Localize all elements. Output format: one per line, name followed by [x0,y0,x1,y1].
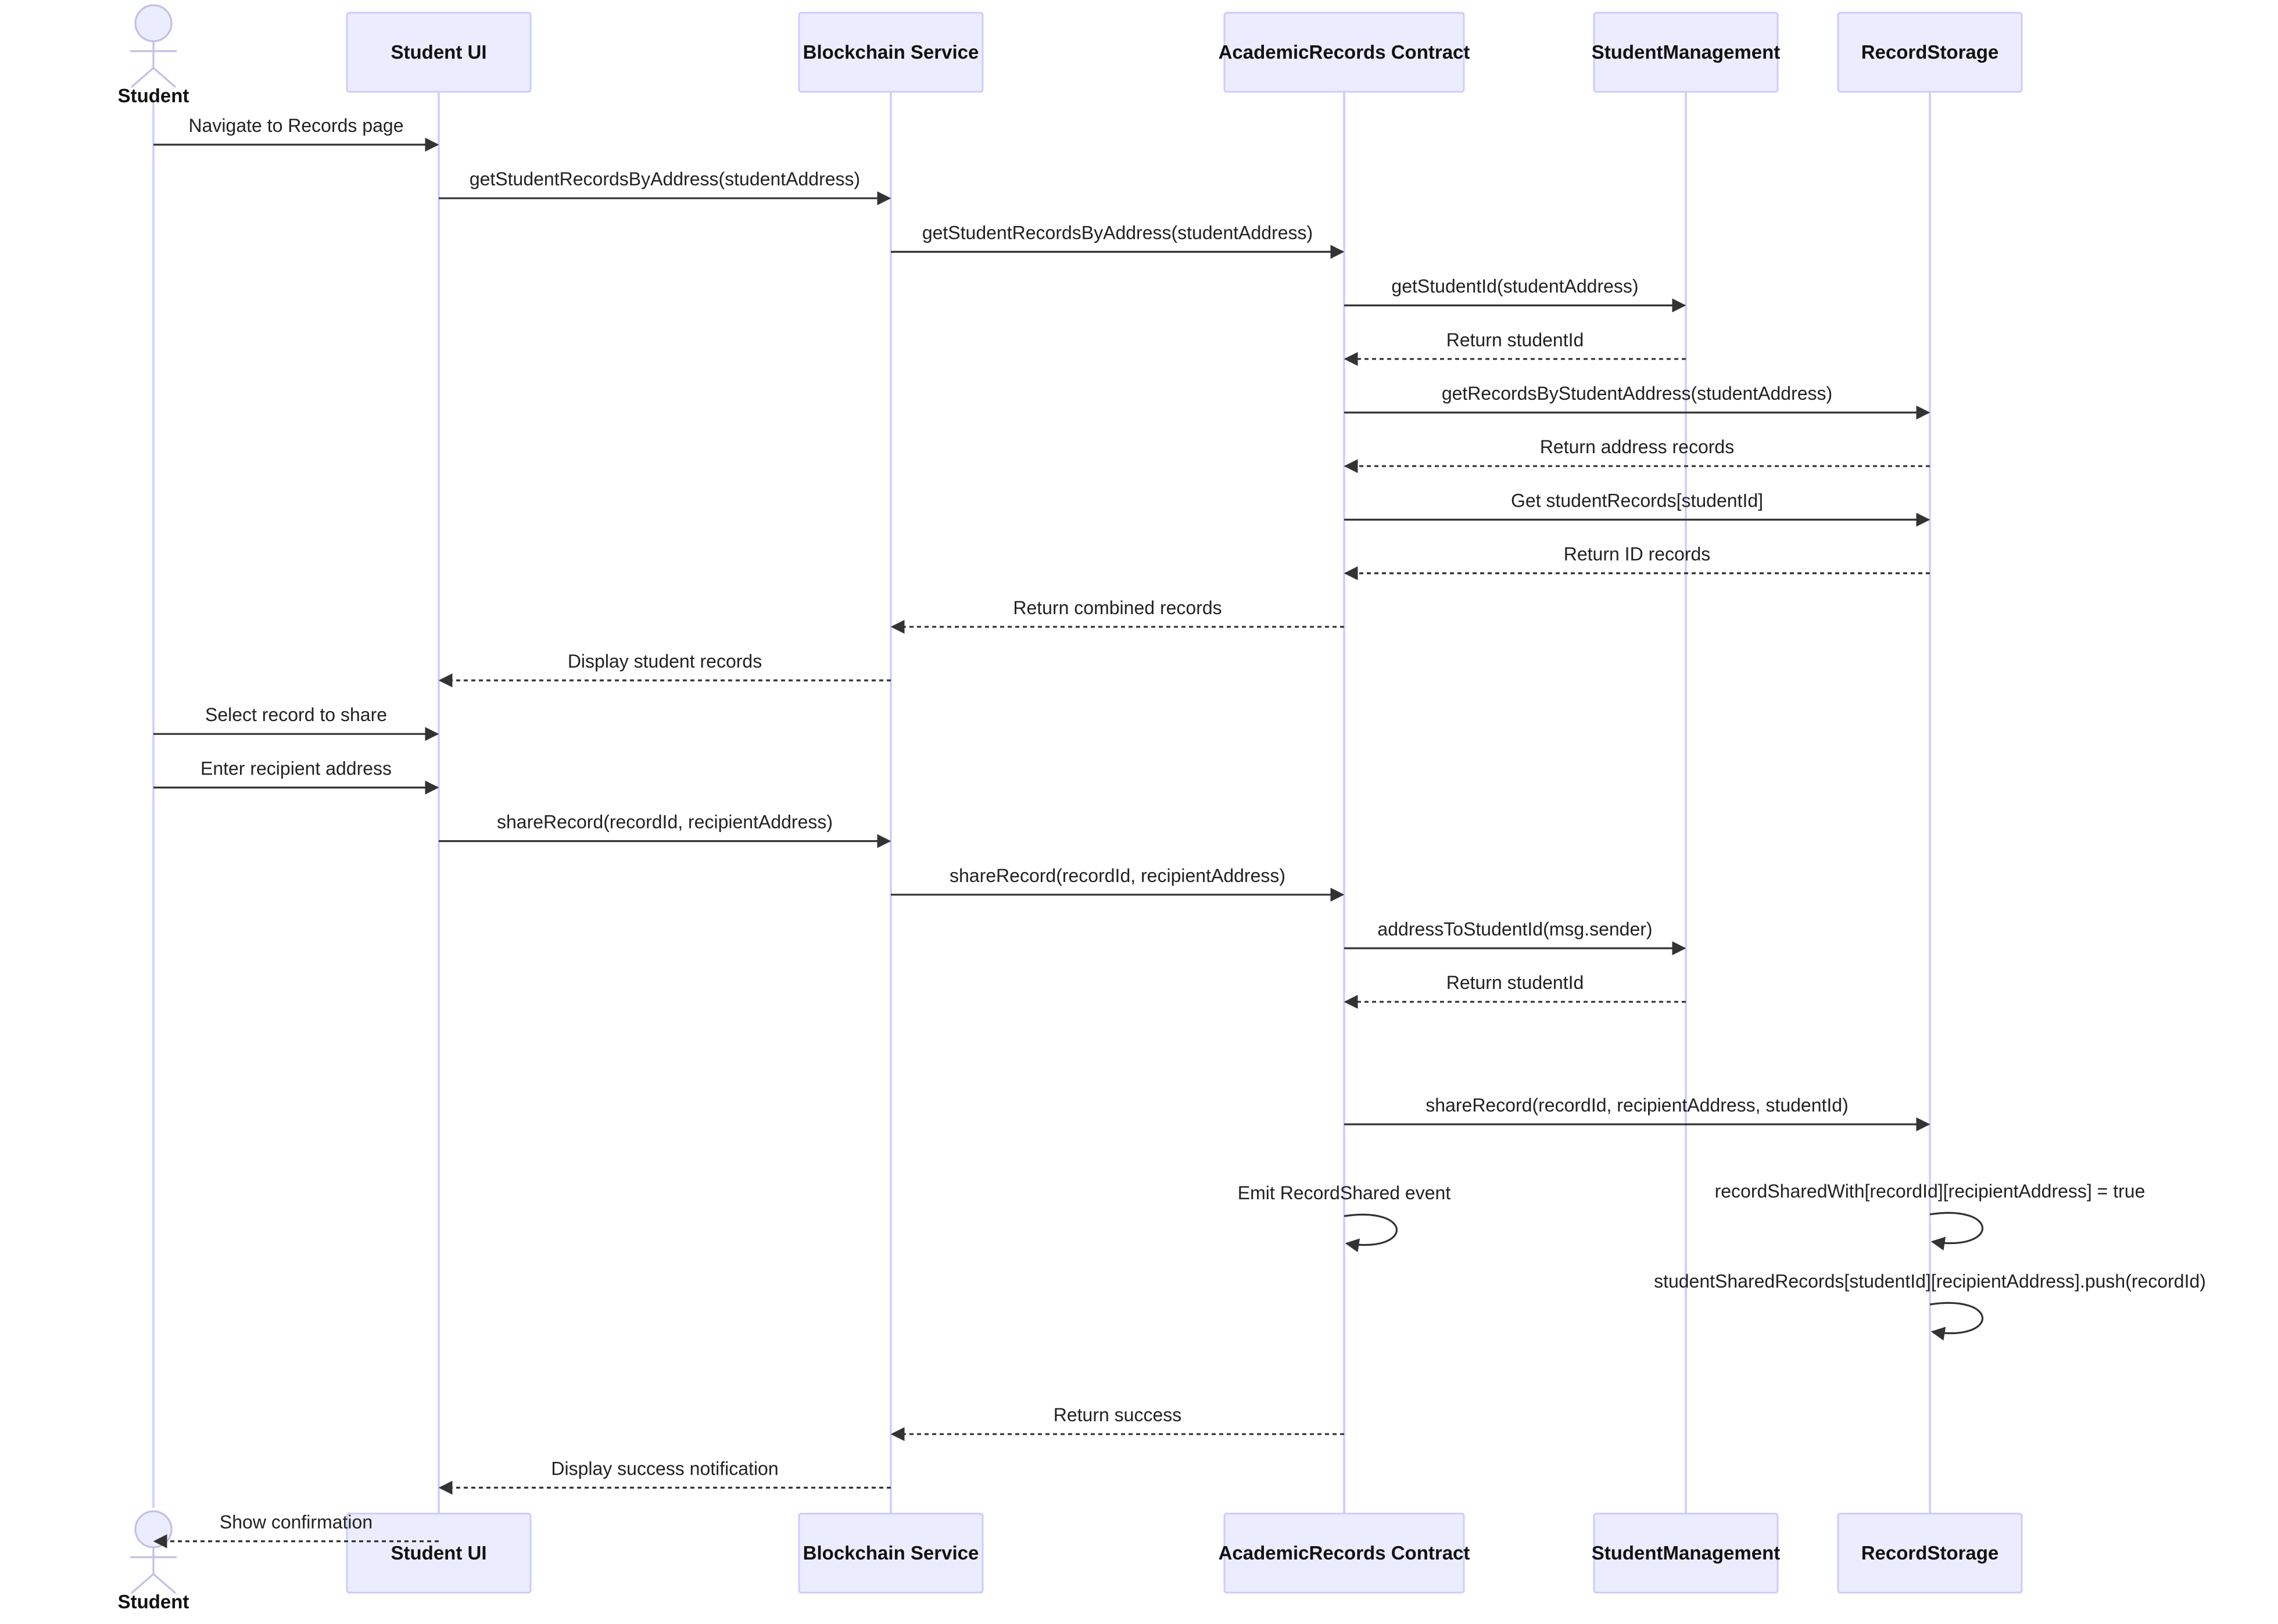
self-message-arrow [1929,1302,1984,1341]
message-6: getRecordsByStudentAddress(studentAddres… [1344,383,1930,420]
message-label: Return studentId [1446,329,1584,350]
participant-box-rs-bottom: RecordStorage [1837,1512,2023,1594]
message-15: shareRecord(recordId, recipientAddress) [891,865,1345,902]
message-label: getRecordsByStudentAddress(studentAddres… [1442,383,1832,404]
participant-box-sm-top: StudentManagement [1592,12,1781,93]
message-label: Get studentRecords[studentId] [1511,490,1763,511]
message-label: shareRecord(recordId, recipientAddress) [497,812,833,833]
participant-box [1223,12,1465,93]
message-3: getStudentRecordsByAddress(studentAddres… [891,222,1345,259]
actor-label-student: Student [118,85,189,106]
message-label: Select record to share [205,704,387,725]
message-label: Return combined records [1013,597,1222,618]
participants-bottom: Student Student UI Blockchain Service Acade… [118,1510,2023,1612]
participant-label-bc: Blockchain Service [803,41,979,63]
participant-box-bc-bottom: Blockchain Service [798,1512,984,1594]
participant-label-rs: RecordStorage [1861,41,1999,63]
participant-label-sm: StudentManagement [1592,1542,1781,1564]
message-9: Return ID records [1344,544,1930,580]
message-label: Emit RecordShared event [1238,1182,1451,1203]
stick-figure-head-icon [134,4,173,42]
actor-student-bottom: Student [118,1510,189,1612]
message-label: studentSharedRecords[studentId][recipien… [1654,1271,2206,1292]
message-19: recordSharedWith[recordId][recipientAddr… [1715,1181,2146,1251]
message-21: Emit RecordShared event [1238,1182,1451,1253]
participant-label-bc: Blockchain Service [803,1542,979,1564]
participant-label-rs: RecordStorage [1861,1542,1999,1564]
message-14: shareRecord(recordId, recipientAddress) [439,812,891,848]
participant-box-bc-top: Blockchain Service [798,12,984,93]
message-label: getStudentRecordsByAddress(studentAddres… [922,222,1313,243]
participant-box [798,1512,984,1594]
self-message-arrow [1929,1211,1984,1251]
message-5: Return studentId [1344,329,1686,366]
participants-top: Student Student UI Blockchain Service Acade… [118,4,2023,106]
participant-box [798,12,984,93]
message-label: shareRecord(recordId, recipientAddress, … [1425,1095,1848,1116]
participant-label-sm: StudentManagement [1592,41,1781,63]
message-7: Return address records [1344,436,1930,474]
message-label: Display success notification [551,1458,778,1479]
message-label: Return studentId [1446,972,1584,993]
message-24: Show confirmation [153,1512,439,1548]
actor-label-student: Student [118,1591,189,1612]
message-label: Display student records [568,651,762,672]
message-13: Enter recipient address [153,758,439,795]
message-23: Display success notification [438,1458,891,1495]
message-label: Enter recipient address [200,758,392,779]
participant-label-ui: Student UI [391,1542,487,1564]
message-label: Return ID records [1564,544,1711,565]
message-20: studentSharedRecords[studentId][recipien… [1654,1271,2206,1341]
self-message-arrow [1344,1213,1398,1253]
message-label: Return success [1054,1404,1182,1425]
message-16: addressToStudentId(msg.sender) [1344,919,1686,955]
participant-label-ui: Student UI [391,41,487,63]
message-18: shareRecord(recordId, recipientAddress, … [1344,1095,1930,1131]
message-17: Return studentId [1344,972,1686,1009]
stick-figure-leg [152,67,177,88]
participant-box [1837,12,2023,93]
stick-figure-leg [130,1573,155,1594]
message-label: getStudentRecordsByAddress(studentAddres… [470,169,860,189]
message-label: Return address records [1540,436,1734,457]
participant-box-rs-top: RecordStorage [1837,12,2023,93]
message-label: shareRecord(recordId, recipientAddress) [950,865,1285,886]
messages: Navigate to Records page getStudentRecord… [153,115,2206,1548]
message-label: addressToStudentId(msg.sender) [1377,919,1652,940]
participant-box-ui-bottom: Student UI [346,1512,532,1594]
participant-box [1223,1512,1465,1594]
message-label: getStudentId(studentAddress) [1391,276,1638,297]
participant-label-arc: AcademicRecords Contract [1219,1542,1470,1564]
message-label: Navigate to Records page [189,115,404,136]
message-label: Show confirmation [220,1512,372,1533]
message-11: Display student records [438,651,891,687]
participant-box-arc-top: AcademicRecords Contract [1219,12,1470,93]
message-8: Get studentRecords[studentId] [1344,490,1930,527]
message-10: Return combined records [890,597,1344,634]
participant-box-ui-top: Student UI [346,12,532,93]
participant-label-arc: AcademicRecords Contract [1219,41,1470,63]
stick-figure-leg [130,67,155,88]
participant-box [1593,1512,1779,1594]
message-2: getStudentRecordsByAddress(studentAddres… [439,169,891,206]
message-12: Select record to share [153,704,439,741]
participant-box [1593,12,1779,93]
participant-box [1837,1512,2023,1594]
participant-box-arc-bottom: AcademicRecords Contract [1219,1512,1470,1594]
message-label: recordSharedWith[recordId][recipientAddr… [1715,1181,2146,1202]
participant-box [346,1512,532,1594]
participant-box [346,12,532,93]
message-4: getStudentId(studentAddress) [1344,276,1686,313]
actor-student-top: Student [118,4,189,106]
message-22: Return success [890,1404,1344,1442]
lifelines [152,92,1931,1514]
stick-figure-leg [152,1573,177,1594]
message-1: Navigate to Records page [153,115,439,152]
participant-box-sm-bottom: StudentManagement [1592,1512,1781,1594]
